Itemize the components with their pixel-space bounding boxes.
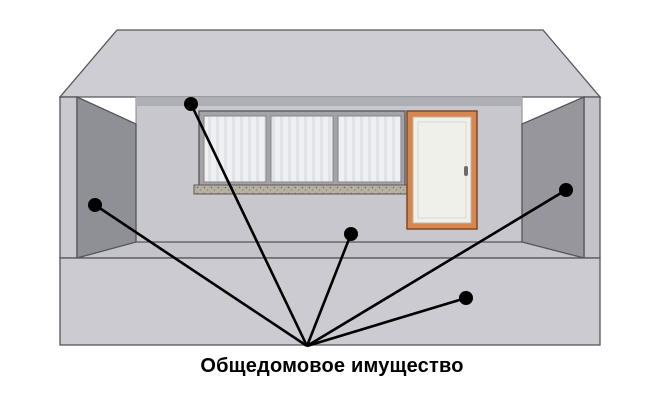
callout-dot-left-wall [88,198,102,212]
balcony-door [406,110,478,230]
callout-dot-right-wall [559,183,573,197]
window-pane-right [337,115,402,183]
right-wall-inner [521,96,585,261]
callout-dot-floor [344,227,358,241]
callout-dot-parapet-front [459,291,473,305]
ceiling-slab [58,29,602,98]
door-handle-icon [464,166,468,176]
callout-line-ceiling-slab [189,103,309,347]
back-wall-shadow [136,97,522,106]
callout-line-parapet-front [306,296,467,348]
callout-line-left-wall [94,203,308,348]
caption: Общедомовое имущество [200,355,463,377]
window-unit [193,110,411,195]
right-wall-outer [583,96,601,259]
callout-dot-ceiling-slab [184,97,198,111]
callout-layer [88,97,573,348]
left-wall-outer [59,96,78,259]
left-wall-inner [76,95,137,261]
windowsill [193,184,411,195]
parapet-front-face [59,257,601,346]
callout-line-right-wall [306,188,567,348]
door-panel [412,116,472,224]
callout-line-floor [305,233,353,347]
window-pane-middle [270,115,334,183]
window-pane-left [203,115,267,183]
